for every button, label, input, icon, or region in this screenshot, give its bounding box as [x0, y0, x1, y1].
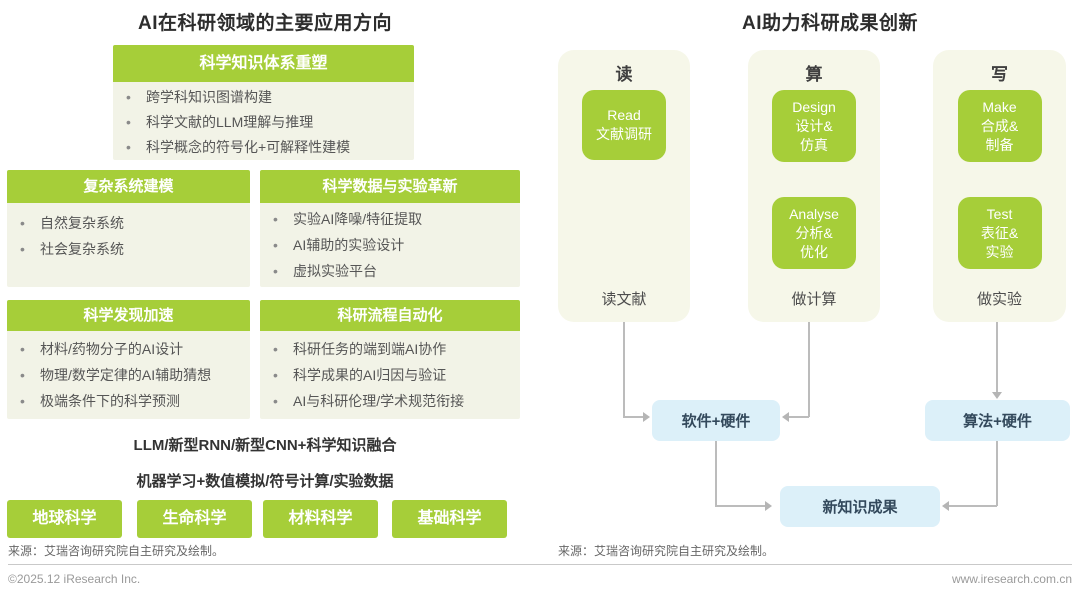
footer-divider [8, 564, 1072, 565]
step-line: 表征& [980, 224, 1019, 241]
step-box-design: Design 设计& 仿真 [772, 90, 856, 162]
block-header: 科研流程自动化 [260, 300, 520, 331]
step-box-analyse: Analyse 分析& 优化 [772, 197, 856, 269]
block-body: 自然复杂系统 社会复杂系统 [7, 203, 250, 287]
connector-software-down [715, 441, 717, 506]
arrowhead-into-knowledge-left [765, 501, 772, 511]
arrowhead-into-software-left [643, 412, 650, 422]
bullet-item: 极端条件下的科学预测 [7, 388, 250, 414]
bullet-list: 材料/药物分子的AI设计 物理/数学定律的AI辅助猜想 极端条件下的科学预测 [7, 336, 250, 414]
bullet-item: 实验AI降噪/特征提取 [260, 206, 520, 232]
discipline-life-science: 生命科学 [137, 500, 252, 538]
step-line: 文献调研 [596, 126, 652, 142]
block-header: 科学发现加速 [7, 300, 250, 331]
step-line: 仿真 [800, 136, 828, 153]
block-body: 实验AI降噪/特征提取 AI辅助的实验设计 虚拟实验平台 [260, 203, 520, 287]
footer-website: www.iresearch.com.cn [951, 572, 1072, 586]
block-body: 科研任务的端到端AI协作 科学成果的AI归因与验证 AI与科研伦理/学术规范衔接 [260, 331, 520, 419]
bullet-list: 实验AI降噪/特征提取 AI辅助的实验设计 虚拟实验平台 [260, 206, 520, 284]
discipline-earth-science: 地球科学 [7, 500, 122, 538]
block-header: 科学数据与实验革新 [260, 170, 520, 203]
right-source-note: 来源：艾瑞咨询研究院自主研究及绘制。 [558, 544, 775, 558]
block-header: 复杂系统建模 [7, 170, 250, 203]
step-line: Analyse [789, 205, 839, 222]
step-line: 分析& [795, 224, 833, 241]
bullet-list: 跨学科知识图谱构建 科学文献的LLM理解与推理 科学概念的符号化+可解释性建模 [113, 85, 414, 160]
step-line: Read [607, 107, 641, 123]
step-line: 合成& [980, 117, 1019, 134]
column-header: 算 [805, 65, 823, 84]
connector-compute-down [808, 322, 810, 417]
block-knowledge-system: 科学知识体系重塑 跨学科知识图谱构建 科学文献的LLM理解与推理 科学概念的符号… [113, 45, 414, 160]
connector-software-right [715, 505, 765, 507]
arrowhead-into-algorithm-top [992, 392, 1002, 399]
step-line: Make [982, 98, 1017, 115]
bullet-item: 跨学科知识图谱构建 [113, 85, 414, 110]
connector-algorithm-left [949, 505, 997, 507]
bullet-item: 科学成果的AI归因与验证 [260, 362, 520, 388]
step-line: Test [986, 205, 1013, 222]
bullet-item: AI辅助的实验设计 [260, 232, 520, 258]
flow-box-algorithm-hardware: 算法+硬件 [925, 400, 1070, 441]
bullet-item: 自然复杂系统 [7, 210, 250, 236]
block-body: 材料/药物分子的AI设计 物理/数学定律的AI辅助猜想 极端条件下的科学预测 [7, 331, 250, 419]
step-line: 制备 [985, 136, 1014, 153]
right-panel-title: AI助力科研成果创新 [741, 13, 918, 34]
footer-copyright: ©2025.12 iResearch Inc. [8, 572, 141, 586]
connector-read-right [623, 416, 643, 418]
flow-column-compute: 算 Design 设计& 仿真 Analyse 分析& 优化 做计算 [748, 50, 880, 322]
step-box-test: Test 表征& 实验 [957, 197, 1042, 269]
bullet-item: 物理/数学定律的AI辅助猜想 [7, 362, 250, 388]
bullet-item: 虚拟实验平台 [260, 258, 520, 284]
flow-column-read: 读 Read 文献调研 读文献 [558, 50, 690, 322]
arrowhead-into-knowledge-right [942, 501, 949, 511]
left-panel-title: AI在科研领域的主要应用方向 [137, 13, 392, 34]
block-workflow-automation: 科研流程自动化 科研任务的端到端AI协作 科学成果的AI归因与验证 AI与科研伦… [260, 300, 520, 419]
connector-write-down [996, 322, 998, 392]
step-line: 优化 [800, 243, 828, 260]
discipline-material-science: 材料科学 [263, 500, 378, 538]
bullet-item: AI与科研伦理/学术规范衔接 [260, 388, 520, 414]
connector-read-down [623, 322, 625, 417]
bullet-item: 社会复杂系统 [7, 236, 250, 262]
left-source-note: 来源：艾瑞咨询研究院自主研究及绘制。 [8, 544, 225, 558]
bullet-list: 科研任务的端到端AI协作 科学成果的AI归因与验证 AI与科研伦理/学术规范衔接 [260, 336, 520, 414]
connector-algorithm-down [996, 441, 998, 506]
step-box-make: Make 合成& 制备 [957, 90, 1042, 162]
flow-column-write: 写 Make 合成& 制备 Test 表征& 实验 做实验 [933, 50, 1066, 322]
step-box-read: Read 文献调研 [582, 90, 666, 160]
block-body: 跨学科知识图谱构建 科学文献的LLM理解与推理 科学概念的符号化+可解释性建模 [113, 82, 414, 160]
bullet-item: 科研任务的端到端AI协作 [260, 336, 520, 362]
arrowhead-into-software-right [782, 412, 789, 422]
column-header: 写 [991, 65, 1008, 84]
block-header: 科学知识体系重塑 [113, 45, 414, 82]
step-line: 设计& [795, 117, 833, 134]
tech-fusion-line: LLM/新型RNN/新型CNN+科学知识融合 [133, 437, 397, 454]
column-label: 做计算 [791, 291, 837, 308]
step-line: 实验 [985, 243, 1014, 260]
bullet-list: 自然复杂系统 社会复杂系统 [7, 210, 250, 262]
flow-box-software-hardware: 软件+硬件 [652, 400, 780, 441]
flow-box-new-knowledge: 新知识成果 [780, 486, 940, 527]
bullet-item: 科学概念的符号化+可解释性建模 [113, 135, 414, 160]
column-label: 做实验 [976, 291, 1022, 308]
method-fusion-line: 机器学习+数值模拟/符号计算/实验数据 [136, 473, 394, 490]
bullet-item: 材料/药物分子的AI设计 [7, 336, 250, 362]
block-complex-systems: 复杂系统建模 自然复杂系统 社会复杂系统 [7, 170, 250, 287]
bullet-item: 科学文献的LLM理解与推理 [113, 110, 414, 135]
connector-compute-left [789, 416, 809, 418]
step-line: Design [792, 98, 836, 115]
column-header: 读 [615, 65, 633, 84]
discipline-basic-science: 基础科学 [392, 500, 507, 538]
block-discovery-acceleration: 科学发现加速 材料/药物分子的AI设计 物理/数学定律的AI辅助猜想 极端条件下… [7, 300, 250, 419]
block-data-experiment: 科学数据与实验革新 实验AI降噪/特征提取 AI辅助的实验设计 虚拟实验平台 [260, 170, 520, 287]
column-label: 读文献 [601, 291, 647, 308]
